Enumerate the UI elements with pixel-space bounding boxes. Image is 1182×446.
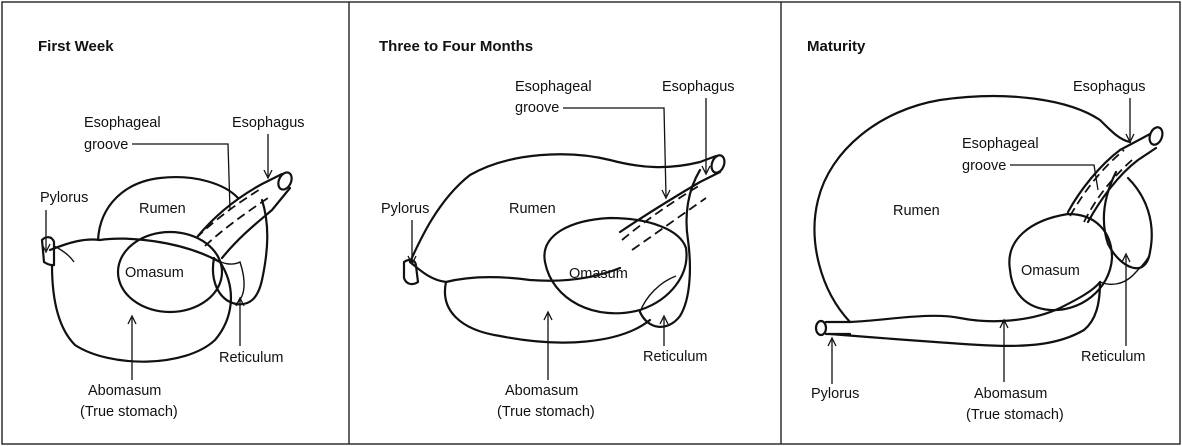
reticulum-inner: [640, 276, 676, 312]
stomach-drawing: [404, 153, 727, 342]
rumen-outline: [410, 154, 716, 262]
label-esophagus: Esophagus: [232, 115, 305, 131]
panel-title: First Week: [38, 38, 114, 55]
label-pylorus: Pylorus: [40, 190, 88, 206]
abomasum-outline: [50, 239, 231, 362]
label-esophageal-groove: Esophageal: [84, 115, 161, 131]
abomasum-outline: [850, 282, 1100, 322]
label-omasum: Omasum: [125, 265, 184, 281]
label-pylorus: Pylorus: [811, 386, 859, 402]
label-omasum: Omasum: [569, 266, 628, 282]
panel-maturity: Maturity Esophagus Esophageal: [807, 38, 1165, 423]
label-abomasum: Abomasum: [88, 383, 161, 399]
label-rumen: Rumen: [893, 203, 940, 219]
pylorus-opening: [816, 321, 826, 335]
label-abomasum: Abomasum: [974, 386, 1047, 402]
panel-title: Maturity: [807, 38, 866, 55]
label-pylorus: Pylorus: [381, 201, 429, 217]
label-esophageal-groove: groove: [962, 158, 1006, 174]
label-abomasum: Abomasum: [505, 383, 578, 399]
label-esophageal-groove: groove: [515, 100, 559, 116]
reticulum-outline: [640, 170, 700, 327]
abomasum-lower: [830, 282, 1100, 346]
label-esophageal-groove: groove: [84, 137, 128, 153]
panel-three-to-four-months: Three to Four Months Esophageal groove: [379, 38, 735, 420]
rumen-outline: [815, 96, 1130, 322]
label-omasum: Omasum: [1021, 263, 1080, 279]
pylorus-tube: [42, 237, 54, 265]
stomach-drawing: [815, 96, 1165, 346]
label-reticulum: Reticulum: [643, 349, 707, 365]
label-rumen: Rumen: [509, 201, 556, 217]
label-abomasum: (True stomach): [497, 404, 595, 420]
label-esophagus: Esophagus: [1073, 79, 1146, 95]
panel-first-week: First Week Esophageal groove Esophagus: [38, 38, 305, 420]
label-esophagus: Esophagus: [662, 79, 735, 95]
label-esophageal-groove: Esophageal: [515, 79, 592, 95]
label-rumen: Rumen: [139, 201, 186, 217]
esophagus-opening: [276, 170, 294, 191]
esophagus-opening: [1147, 125, 1164, 146]
label-abomasum: (True stomach): [80, 404, 178, 420]
label-reticulum: Reticulum: [1081, 349, 1145, 365]
leader-esophageal-groove: [563, 108, 666, 196]
label-abomasum: (True stomach): [966, 407, 1064, 423]
label-esophageal-groove: Esophageal: [962, 136, 1039, 152]
label-reticulum: Reticulum: [219, 350, 283, 366]
pylorus-tube: [826, 322, 850, 334]
esophagus-tube: [198, 174, 290, 258]
panel-title: Three to Four Months: [379, 38, 533, 55]
